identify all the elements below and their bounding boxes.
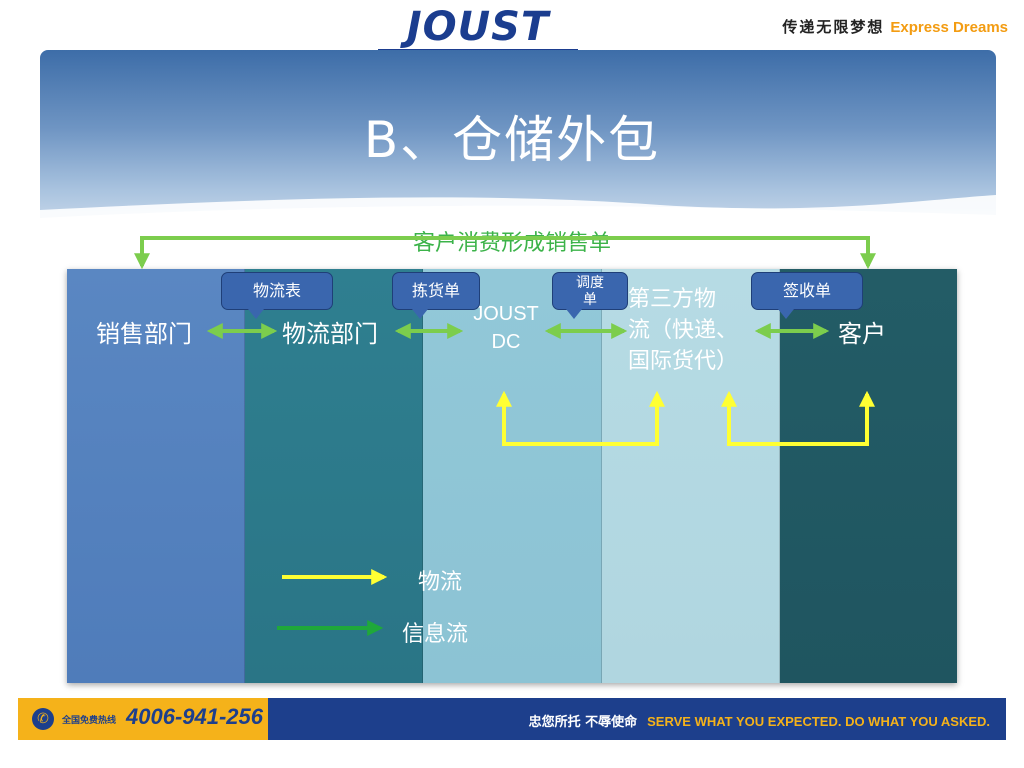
- bubble-tail: [412, 309, 428, 319]
- title-banner: [40, 50, 996, 225]
- banner-wave: [40, 195, 996, 225]
- motto-en: SERVE WHAT YOU EXPECTED. DO WHAT YOU ASK…: [647, 714, 990, 729]
- slogan-en: Express Dreams: [890, 19, 1008, 36]
- hotline-label: 全国免费热线: [62, 716, 117, 726]
- doc-picking-list: 拣货单: [392, 272, 480, 310]
- dc-line-2: DC: [491, 331, 521, 353]
- column-third-party: [601, 269, 780, 683]
- swimlane-columns: [67, 269, 958, 683]
- bubble-tail: [248, 309, 264, 319]
- footer-motto: 忠您所托 不辱使命 SERVE WHAT YOU EXPECTED. DO WHA…: [529, 711, 990, 730]
- logo-text: JOUST: [406, 4, 550, 50]
- joust-logo: JOUST: [378, 4, 578, 52]
- phone-icon: ✆: [32, 708, 54, 730]
- third-line-1: 第三方物: [628, 287, 717, 312]
- footer-bar: ✆ 全国免费热线 4006-941-256 忠您所托 不辱使命 SERVE WHA…: [18, 698, 1006, 740]
- slogan-cn: 传递无限梦想: [782, 18, 885, 36]
- node-joust-dc: JOUST DC: [466, 300, 546, 356]
- third-line-3: 国际货代）: [628, 349, 739, 374]
- third-line-2: 流（快递、: [628, 318, 739, 343]
- dispatch-line-1: 调度: [576, 275, 604, 291]
- node-sales-dept: 销售部门: [96, 320, 192, 348]
- hotline-panel: ✆ 全国免费热线 4006-941-256: [18, 698, 268, 740]
- page-title: B、仓储外包: [363, 111, 661, 169]
- doc-dispatch-order: 调度 单: [552, 272, 628, 310]
- motto-cn: 忠您所托 不辱使命: [528, 715, 638, 730]
- bubble-tail: [778, 309, 794, 319]
- header-slogan: 传递无限梦想 Express Dreams: [782, 16, 1008, 37]
- node-third-party-logistics: 第三方物 流（快递、 国际货代）: [628, 284, 738, 377]
- doc-receipt: 签收单: [751, 272, 863, 310]
- hotline-number: 4006-941-256: [126, 704, 264, 729]
- bubble-tail: [566, 309, 582, 319]
- legend-information-label: 信息流: [402, 622, 469, 647]
- legend-physical-label: 物流: [418, 570, 463, 595]
- doc-logistics-table: 物流表: [221, 272, 333, 310]
- dc-line-1: JOUST: [473, 303, 539, 325]
- dispatch-line-2: 单: [583, 292, 597, 308]
- node-logistics-dept: 物流部门: [282, 320, 378, 348]
- node-customer: 客户: [838, 320, 886, 348]
- top-flow-label: 客户消费形成销售单: [412, 231, 611, 256]
